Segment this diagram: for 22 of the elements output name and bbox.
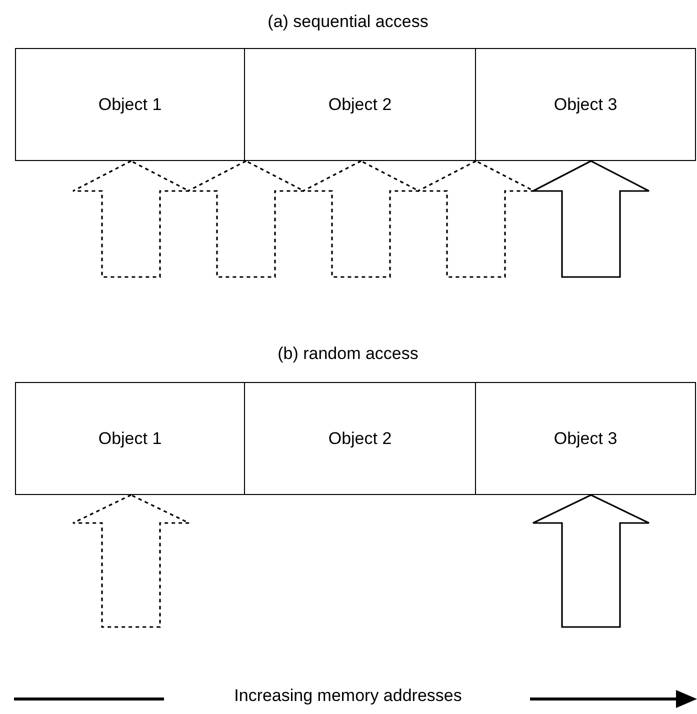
block-arrow: [532, 494, 650, 628]
block-arrow: [417, 160, 535, 278]
block-label: Object 3: [554, 94, 618, 114]
section-heading: (a) sequential access: [268, 12, 428, 32]
block-label: Object 2: [328, 428, 392, 448]
block-arrow: [187, 160, 305, 278]
block-label: Object 1: [98, 428, 162, 448]
memory-block: [244, 48, 476, 161]
axis-label: Increasing memory addresses: [234, 686, 462, 706]
block-arrow: [532, 160, 650, 278]
memory-block: [244, 382, 476, 495]
memory-block: [15, 48, 245, 161]
block-arrow: [72, 494, 190, 628]
memory-block: [15, 382, 245, 495]
section-heading: (b) random access: [278, 344, 418, 364]
block-arrow: [302, 160, 420, 278]
block-label: Object 2: [328, 94, 392, 114]
memory-block: [475, 382, 696, 495]
block-arrow: [72, 160, 190, 278]
block-label: Object 1: [98, 94, 162, 114]
block-label: Object 3: [554, 428, 618, 448]
memory-block: [475, 48, 696, 161]
